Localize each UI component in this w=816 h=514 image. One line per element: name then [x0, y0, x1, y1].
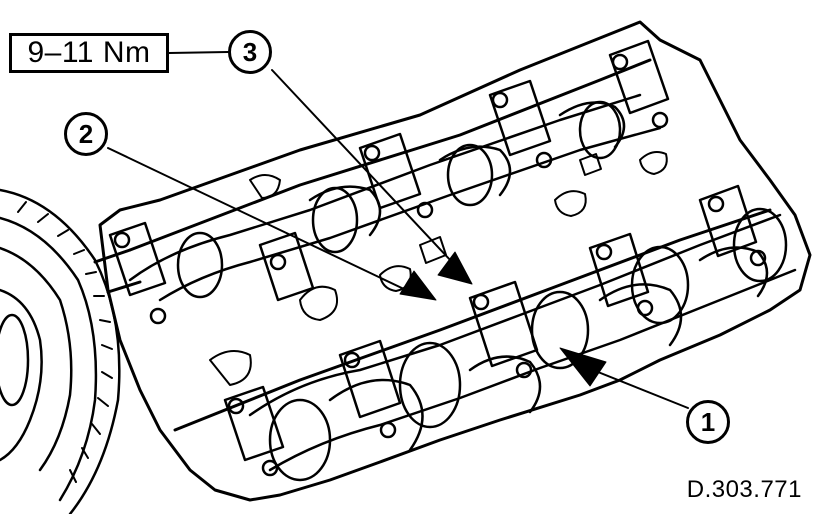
callout-1: 1 — [686, 400, 730, 444]
upper-camshaft — [128, 93, 662, 302]
torque-spec-label: 9–11 Nm — [9, 33, 169, 73]
cap-bolts — [113, 53, 767, 477]
callout-2: 2 — [64, 112, 108, 156]
figure-reference: D.303.771 — [686, 476, 802, 503]
callout-3: 3 — [228, 30, 272, 74]
leader-lines — [107, 51, 689, 409]
bearing-caps — [108, 39, 758, 462]
arrowheads — [399, 251, 607, 387]
